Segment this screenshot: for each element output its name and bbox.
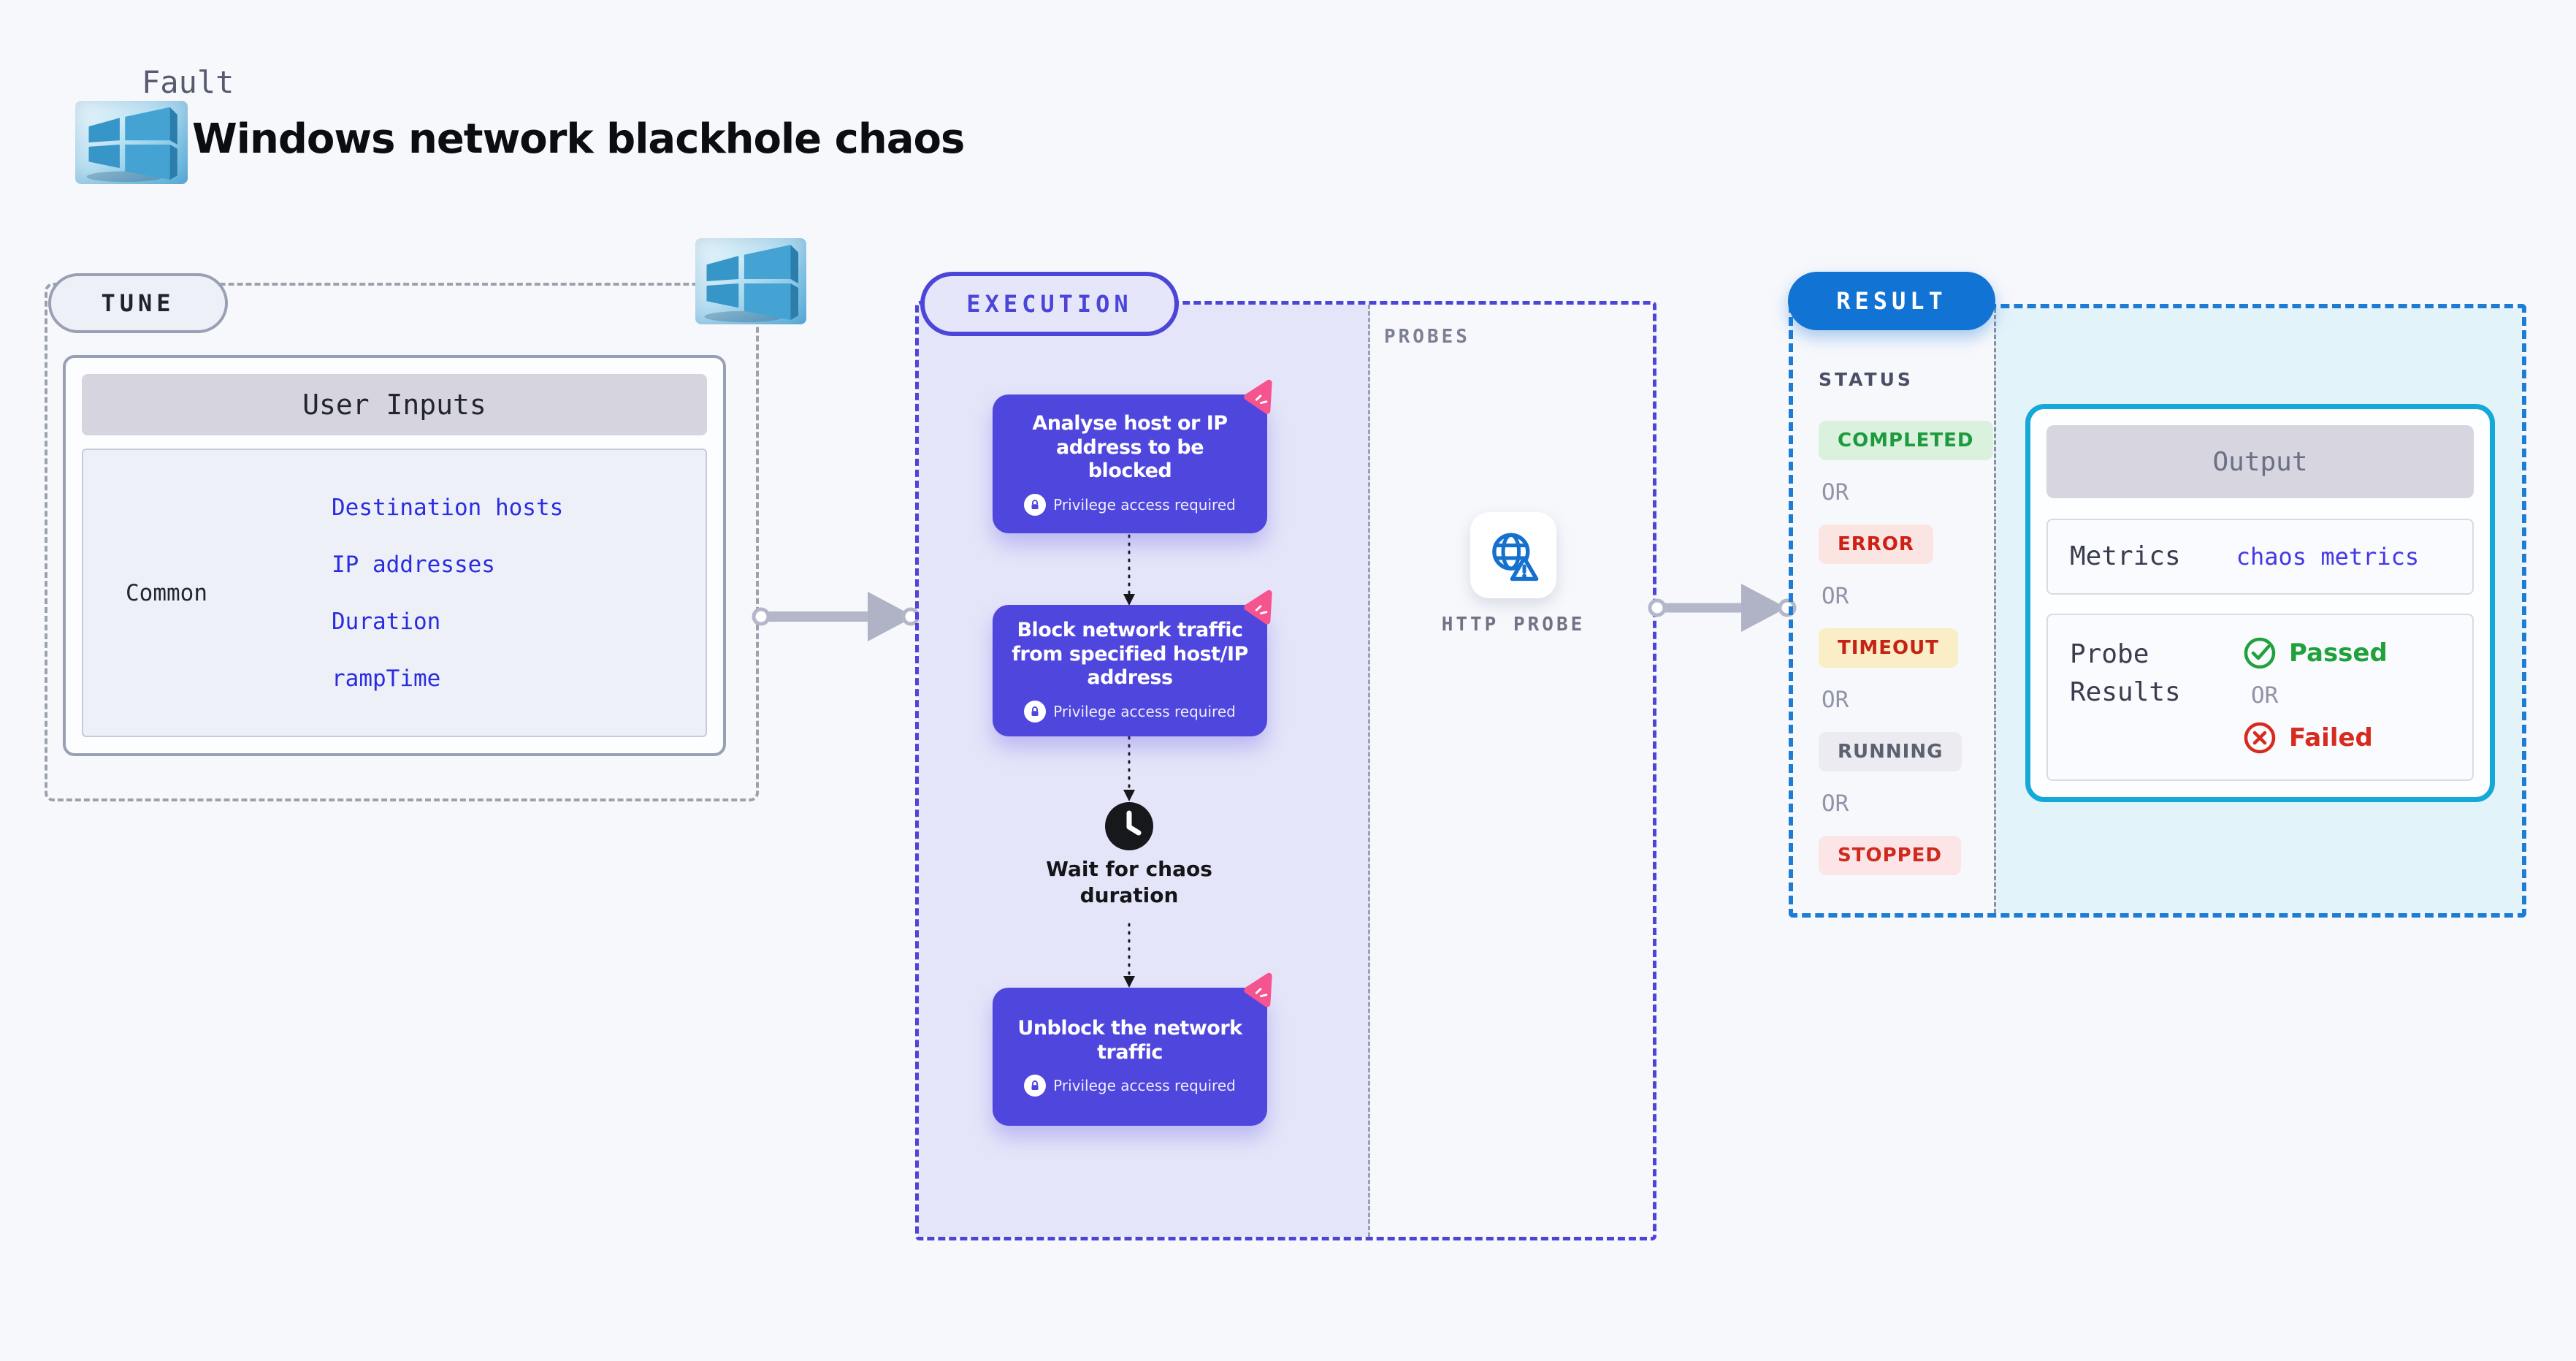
status-badge-running: RUNNING xyxy=(1819,732,1962,771)
chaos-metrics-link[interactable]: chaos metrics xyxy=(2236,543,2420,571)
wait-step-label: Wait for chaos duration xyxy=(1046,857,1212,908)
passed-label: Passed xyxy=(2289,638,2388,668)
probes-section-label: PROBES xyxy=(1384,326,1470,348)
lock-icon xyxy=(1024,1075,1047,1097)
privilege-note: Privilege access required xyxy=(1024,701,1236,723)
tune-to-execution-arrow xyxy=(752,592,920,641)
privilege-note-text: Privilege access required xyxy=(1053,703,1236,721)
privilege-note: Privilege access required xyxy=(1024,1075,1236,1097)
status-heading: STATUS xyxy=(1819,369,1914,390)
privilege-note-text: Privilege access required xyxy=(1053,496,1236,514)
flow-arrows xyxy=(1123,534,1135,988)
tune-section-label: TUNE xyxy=(48,273,228,333)
output-header: Output xyxy=(2046,425,2474,498)
input-link-duration[interactable]: Duration xyxy=(332,608,441,635)
status-column: STATUS COMPLETED OR ERROR OR TIMEOUT OR … xyxy=(1819,369,2001,875)
lock-icon xyxy=(1024,494,1047,516)
chaos-experiment-icon xyxy=(1244,972,1272,1007)
privilege-note: Privilege access required xyxy=(1024,494,1236,516)
step-title: Block network traffic from specified hos… xyxy=(1012,618,1248,690)
chaos-experiment-icon xyxy=(1244,590,1272,625)
or-separator: OR xyxy=(1822,687,1849,713)
status-badge-completed: COMPLETED xyxy=(1819,421,1993,460)
probe-results-row: Probe Results Passed OR Failed xyxy=(2046,614,2474,781)
or-separator: OR xyxy=(1822,479,1849,506)
failed-label: Failed xyxy=(2289,723,2373,752)
step-title: Analyse host or IP address to be blocked xyxy=(1032,411,1228,483)
chaos-experiment-icon xyxy=(1244,379,1272,414)
output-card: Output Metrics chaos metrics Probe Resul… xyxy=(2025,404,2495,802)
result-section-label: RESULT xyxy=(1788,272,1995,330)
http-probe-card xyxy=(1470,512,1556,598)
input-link-ip-addresses[interactable]: IP addresses xyxy=(332,551,495,578)
step-analyse-host: Analyse host or IP address to be blocked… xyxy=(993,379,1272,533)
probes-to-result-arrow xyxy=(1648,584,1797,632)
page-title: Windows network blackhole chaos xyxy=(192,115,965,163)
step-block-traffic: Block network traffic from specified hos… xyxy=(993,590,1272,736)
lock-icon xyxy=(1024,701,1047,723)
verdict-passed: Passed xyxy=(2242,636,2388,671)
user-inputs-header: User Inputs xyxy=(82,374,707,435)
tune-section xyxy=(45,283,759,801)
check-circle-icon xyxy=(2244,637,2276,669)
input-link-ramptime[interactable]: rampTime xyxy=(332,665,441,692)
verdict-failed: Failed xyxy=(2242,720,2373,755)
step-unblock-traffic: Unblock the network traffic Privilege ac… xyxy=(993,972,1272,1126)
step-title: Unblock the network traffic xyxy=(1017,1016,1242,1064)
status-badge-timeout: TIMEOUT xyxy=(1819,628,1958,668)
http-probe-label: HTTP PROBE xyxy=(1441,614,1586,636)
privilege-note-text: Privilege access required xyxy=(1053,1077,1236,1095)
windows-flag-icon xyxy=(704,245,799,322)
windows-logo-icon xyxy=(75,101,188,184)
or-separator: OR xyxy=(1822,583,1849,609)
windows-flag-icon xyxy=(86,107,177,183)
user-inputs-table: User Inputs Common Destination hosts IP … xyxy=(63,355,726,756)
globe-alert-icon xyxy=(1492,533,1539,582)
status-badge-error: ERROR xyxy=(1819,525,1933,564)
inputs-category-label: Common xyxy=(126,579,207,606)
metrics-label: Metrics xyxy=(2070,541,2181,571)
probe-verdicts: Passed OR Failed xyxy=(2242,636,2388,759)
or-separator: OR xyxy=(2251,682,2279,709)
metrics-row: Metrics chaos metrics xyxy=(2046,519,2474,595)
user-inputs-body: Common Destination hosts IP addresses Du… xyxy=(82,449,707,737)
execution-section-label: EXECUTION xyxy=(920,272,1179,336)
input-link-destination-hosts[interactable]: Destination hosts xyxy=(332,494,564,521)
fault-eyebrow: Fault xyxy=(142,64,234,100)
clock-icon xyxy=(1105,802,1153,850)
status-badge-stopped: STOPPED xyxy=(1819,836,1962,875)
x-circle-icon xyxy=(2244,722,2276,754)
probe-results-label: Probe Results xyxy=(2070,639,2181,708)
inputs-links: Destination hosts IP addresses Duration … xyxy=(332,450,706,736)
windows-logo-icon-small xyxy=(695,238,806,324)
or-separator: OR xyxy=(1822,790,1849,817)
